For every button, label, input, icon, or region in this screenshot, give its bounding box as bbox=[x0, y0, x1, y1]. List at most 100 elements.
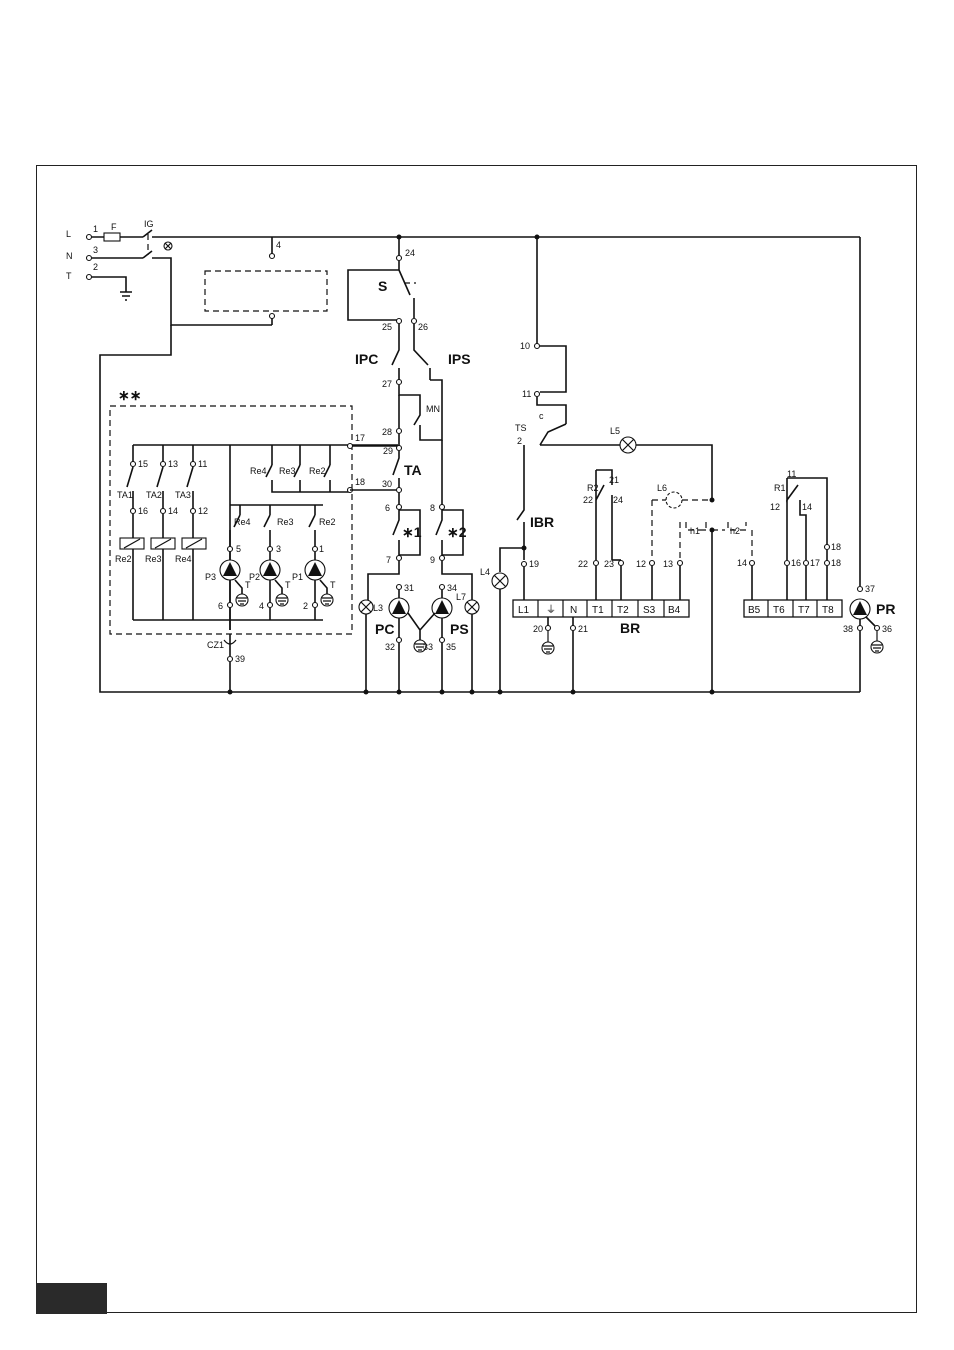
switch-IBR-label: IBR bbox=[530, 514, 554, 530]
svg-text:L5: L5 bbox=[610, 426, 620, 436]
pump-PC-label: PC bbox=[375, 621, 394, 637]
svg-text:TS: TS bbox=[515, 423, 527, 433]
zone-relay-contacts: Re4 Re3 Re2 Re4 Re3 Re2 5 3 1 bbox=[226, 445, 350, 630]
svg-text:11: 11 bbox=[198, 459, 207, 469]
svg-text:25: 25 bbox=[382, 322, 392, 332]
r1-section: R1 11 12 14 18 18 14 16 17 B5 T6 T7 T8 bbox=[737, 469, 843, 618]
svg-text:MN: MN bbox=[426, 404, 440, 414]
svg-text:TA3: TA3 bbox=[175, 490, 191, 500]
svg-text:39: 39 bbox=[235, 654, 245, 664]
svg-text:14: 14 bbox=[802, 502, 812, 512]
svg-text:12: 12 bbox=[198, 506, 208, 516]
svg-text:29: 29 bbox=[383, 446, 393, 456]
node-4: 4 bbox=[276, 240, 281, 250]
svg-text:T: T bbox=[245, 580, 251, 590]
svg-text:31: 31 bbox=[404, 583, 414, 593]
svg-text:Re3: Re3 bbox=[279, 466, 296, 476]
svg-text:18: 18 bbox=[831, 558, 841, 568]
burner-section: 10 11 c TS 2 L5 IBR L4 19 R2 21 22 24 22… bbox=[480, 234, 753, 692]
label-T: T bbox=[66, 271, 72, 281]
pc-ps-pumps: 31 34 L3 PC PS L7 32 33 35 bbox=[358, 583, 480, 692]
label-L: L bbox=[66, 229, 71, 239]
svg-text:T8: T8 bbox=[822, 605, 834, 616]
auxiliary-box: 4 bbox=[99, 237, 860, 693]
svg-text:Re4: Re4 bbox=[250, 466, 267, 476]
lamp-L6-icon bbox=[665, 491, 683, 509]
svg-text:17: 17 bbox=[355, 433, 365, 443]
central-column: 24 S 25 26 IPC IPS 27 MN 28 29 17 TA 30 … bbox=[346, 234, 473, 600]
svg-text:20: 20 bbox=[533, 624, 543, 634]
svg-text:B4: B4 bbox=[668, 605, 681, 616]
svg-text:R2: R2 bbox=[587, 483, 599, 493]
svg-text:L7: L7 bbox=[456, 592, 466, 602]
terminal-block-B: B5 T6 T7 T8 bbox=[743, 599, 843, 618]
bottom-junctions bbox=[227, 689, 715, 695]
svg-text:12: 12 bbox=[636, 559, 646, 569]
svg-text:L4: L4 bbox=[480, 567, 490, 577]
svg-text:h1: h1 bbox=[690, 526, 700, 536]
svg-text:L6: L6 bbox=[657, 483, 667, 493]
node-1: 1 bbox=[93, 224, 98, 234]
svg-text:23: 23 bbox=[604, 559, 614, 569]
svg-text:19: 19 bbox=[529, 559, 539, 569]
svg-text:24: 24 bbox=[405, 248, 415, 258]
svg-text:7: 7 bbox=[386, 555, 391, 565]
svg-text:22: 22 bbox=[583, 495, 593, 505]
svg-text:18: 18 bbox=[355, 477, 365, 487]
svg-text:11: 11 bbox=[522, 389, 531, 399]
svg-text:P3: P3 bbox=[205, 572, 216, 582]
svg-text:∗2: ∗2 bbox=[447, 524, 467, 540]
svg-text:L1: L1 bbox=[518, 605, 530, 616]
terminal-block-BR: L1 ⏚ N T1 T2 S3 B4 BR bbox=[512, 599, 690, 636]
svg-text:18: 18 bbox=[831, 542, 841, 552]
svg-text:S3: S3 bbox=[643, 605, 656, 616]
svg-text:Re3: Re3 bbox=[145, 554, 162, 564]
svg-text:24: 24 bbox=[613, 495, 623, 505]
terminal-BR-label: BR bbox=[620, 620, 640, 636]
svg-text:21: 21 bbox=[578, 624, 588, 634]
zone-control-box: ∗∗ 15 13 11 TA1 TA2 TA3 16 14 12 Re2 Re3… bbox=[109, 387, 398, 692]
svg-text:32: 32 bbox=[385, 642, 395, 652]
svg-text:Re4: Re4 bbox=[234, 517, 251, 527]
svg-text:17: 17 bbox=[810, 558, 820, 568]
svg-text:10: 10 bbox=[520, 341, 530, 351]
svg-text:37: 37 bbox=[865, 584, 875, 594]
svg-text:16: 16 bbox=[138, 506, 148, 516]
main-switch-label: IG bbox=[144, 219, 154, 229]
svg-text:Re3: Re3 bbox=[277, 517, 294, 527]
switch-IPC-label: IPC bbox=[355, 351, 378, 367]
svg-text:T: T bbox=[285, 580, 291, 590]
svg-text:21: 21 bbox=[609, 475, 619, 485]
svg-text:3: 3 bbox=[276, 544, 281, 554]
svg-text:30: 30 bbox=[382, 479, 392, 489]
svg-text:22: 22 bbox=[578, 559, 588, 569]
page-number-tab bbox=[36, 1283, 107, 1314]
svg-text:L3: L3 bbox=[373, 603, 383, 613]
svg-text:14: 14 bbox=[737, 558, 747, 568]
svg-text:16: 16 bbox=[791, 558, 801, 568]
fuse-icon bbox=[103, 232, 121, 242]
cz1-connector: CZ1 39 bbox=[207, 634, 245, 692]
svg-text:5: 5 bbox=[236, 544, 241, 554]
svg-text:8: 8 bbox=[430, 503, 435, 513]
ground-icon bbox=[320, 593, 334, 607]
ground-icon bbox=[413, 639, 427, 653]
svg-text:6: 6 bbox=[218, 601, 223, 611]
svg-text:2: 2 bbox=[303, 601, 308, 611]
svg-text:12: 12 bbox=[770, 502, 780, 512]
svg-text:CZ1: CZ1 bbox=[207, 640, 224, 650]
svg-text:38: 38 bbox=[843, 624, 853, 634]
ground-icon bbox=[235, 593, 249, 607]
svg-text:T6: T6 bbox=[773, 605, 785, 616]
svg-text:h2: h2 bbox=[730, 526, 740, 536]
svg-text:T1: T1 bbox=[592, 605, 604, 616]
zone-title: ∗∗ bbox=[118, 387, 141, 403]
pump-PS-label: PS bbox=[450, 621, 469, 637]
thermostat-TA-label: TA bbox=[404, 462, 422, 478]
svg-text:34: 34 bbox=[447, 583, 457, 593]
svg-text:T7: T7 bbox=[798, 605, 810, 616]
zone-thermostats: 15 13 11 TA1 TA2 TA3 16 14 12 Re2 Re3 Re… bbox=[115, 459, 323, 621]
svg-text:26: 26 bbox=[418, 322, 428, 332]
svg-text:1: 1 bbox=[319, 544, 324, 554]
